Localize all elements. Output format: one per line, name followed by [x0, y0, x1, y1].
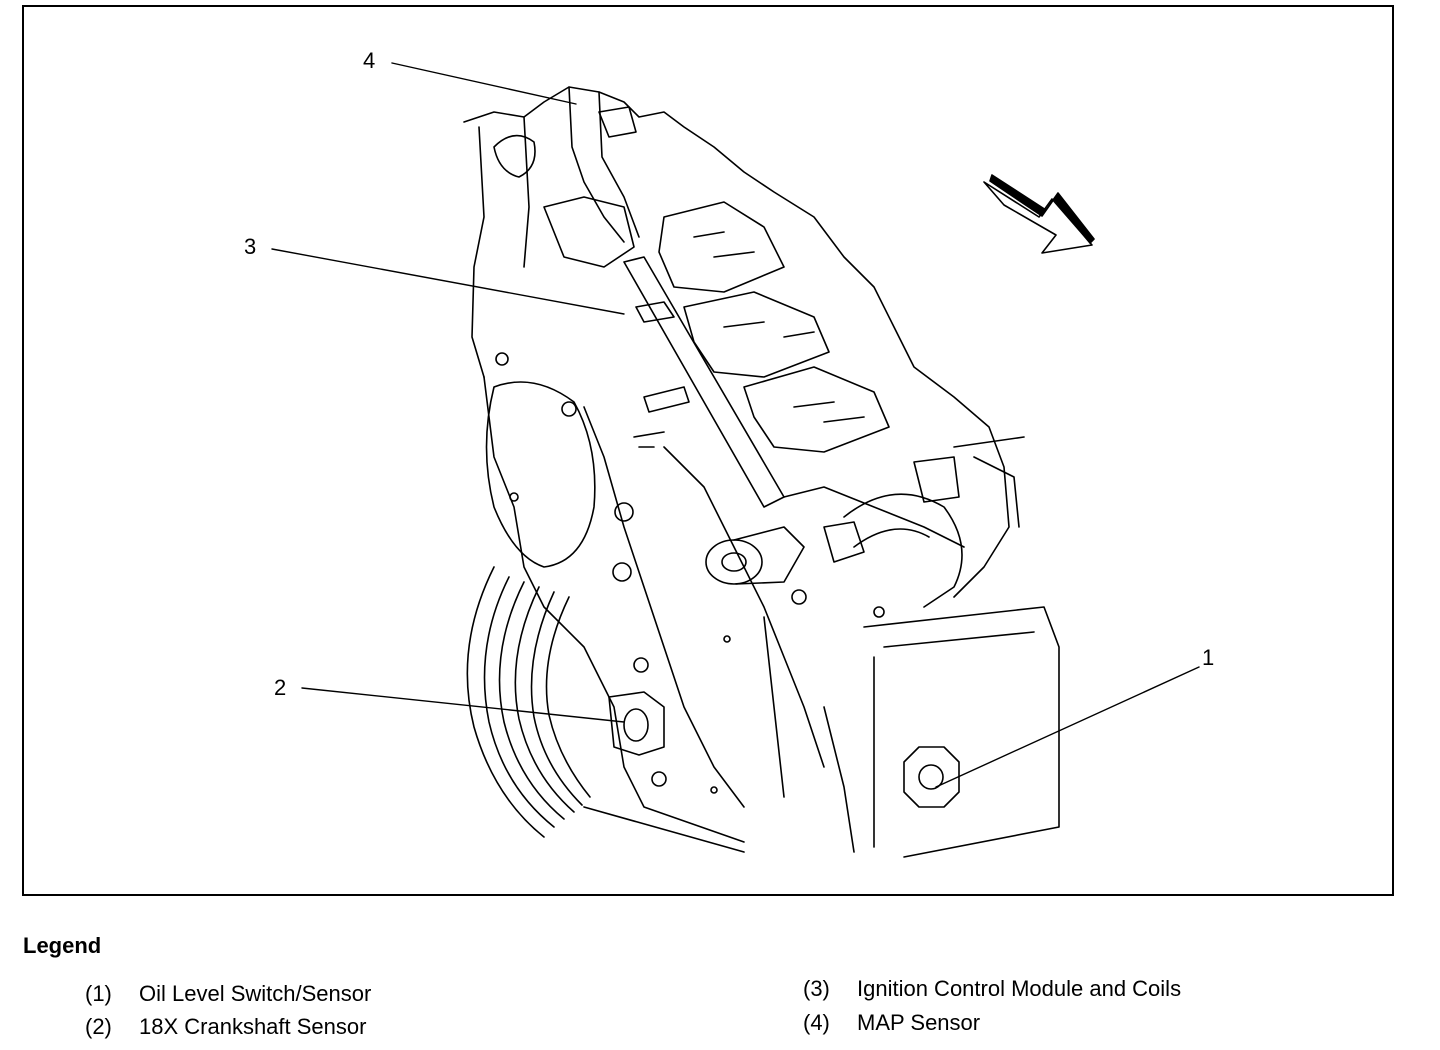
legend-item-2: (2) 18X Crankshaft Sensor [85, 1016, 366, 1038]
legend-item-1: (1) Oil Level Switch/Sensor [85, 983, 371, 1005]
legend-title: Legend [23, 933, 102, 958]
engine-diagram: 4 3 2 1 [22, 5, 1394, 896]
direction-arrow-icon [983, 174, 1095, 254]
engine-drawing [271, 62, 1200, 858]
leader-line-1 [935, 666, 1200, 788]
legend-item-4: (4) MAP Sensor [803, 1012, 980, 1034]
legend-item-label: 18X Crankshaft Sensor [139, 1014, 367, 1039]
callout-number-3: 3 [244, 234, 257, 259]
legend-item-number: (3) [803, 976, 830, 1001]
legend-item-3: (3) Ignition Control Module and Coils [803, 978, 1181, 1000]
legend-item-label: Oil Level Switch/Sensor [139, 981, 372, 1006]
legend-item-number: (1) [85, 981, 112, 1006]
legend-item-label: Ignition Control Module and Coils [857, 976, 1182, 1001]
legend-item-label: MAP Sensor [857, 1010, 981, 1035]
leader-line-4 [391, 62, 577, 105]
callout-number-1: 1 [1202, 645, 1215, 670]
engine-outline [463, 86, 1060, 858]
leader-line-3 [271, 248, 625, 315]
leader-line-2 [301, 687, 625, 723]
legend-item-number: (4) [803, 1010, 830, 1035]
callout-number-4: 4 [363, 48, 376, 73]
legend-item-number: (2) [85, 1014, 112, 1039]
callout-number-2: 2 [274, 675, 287, 700]
